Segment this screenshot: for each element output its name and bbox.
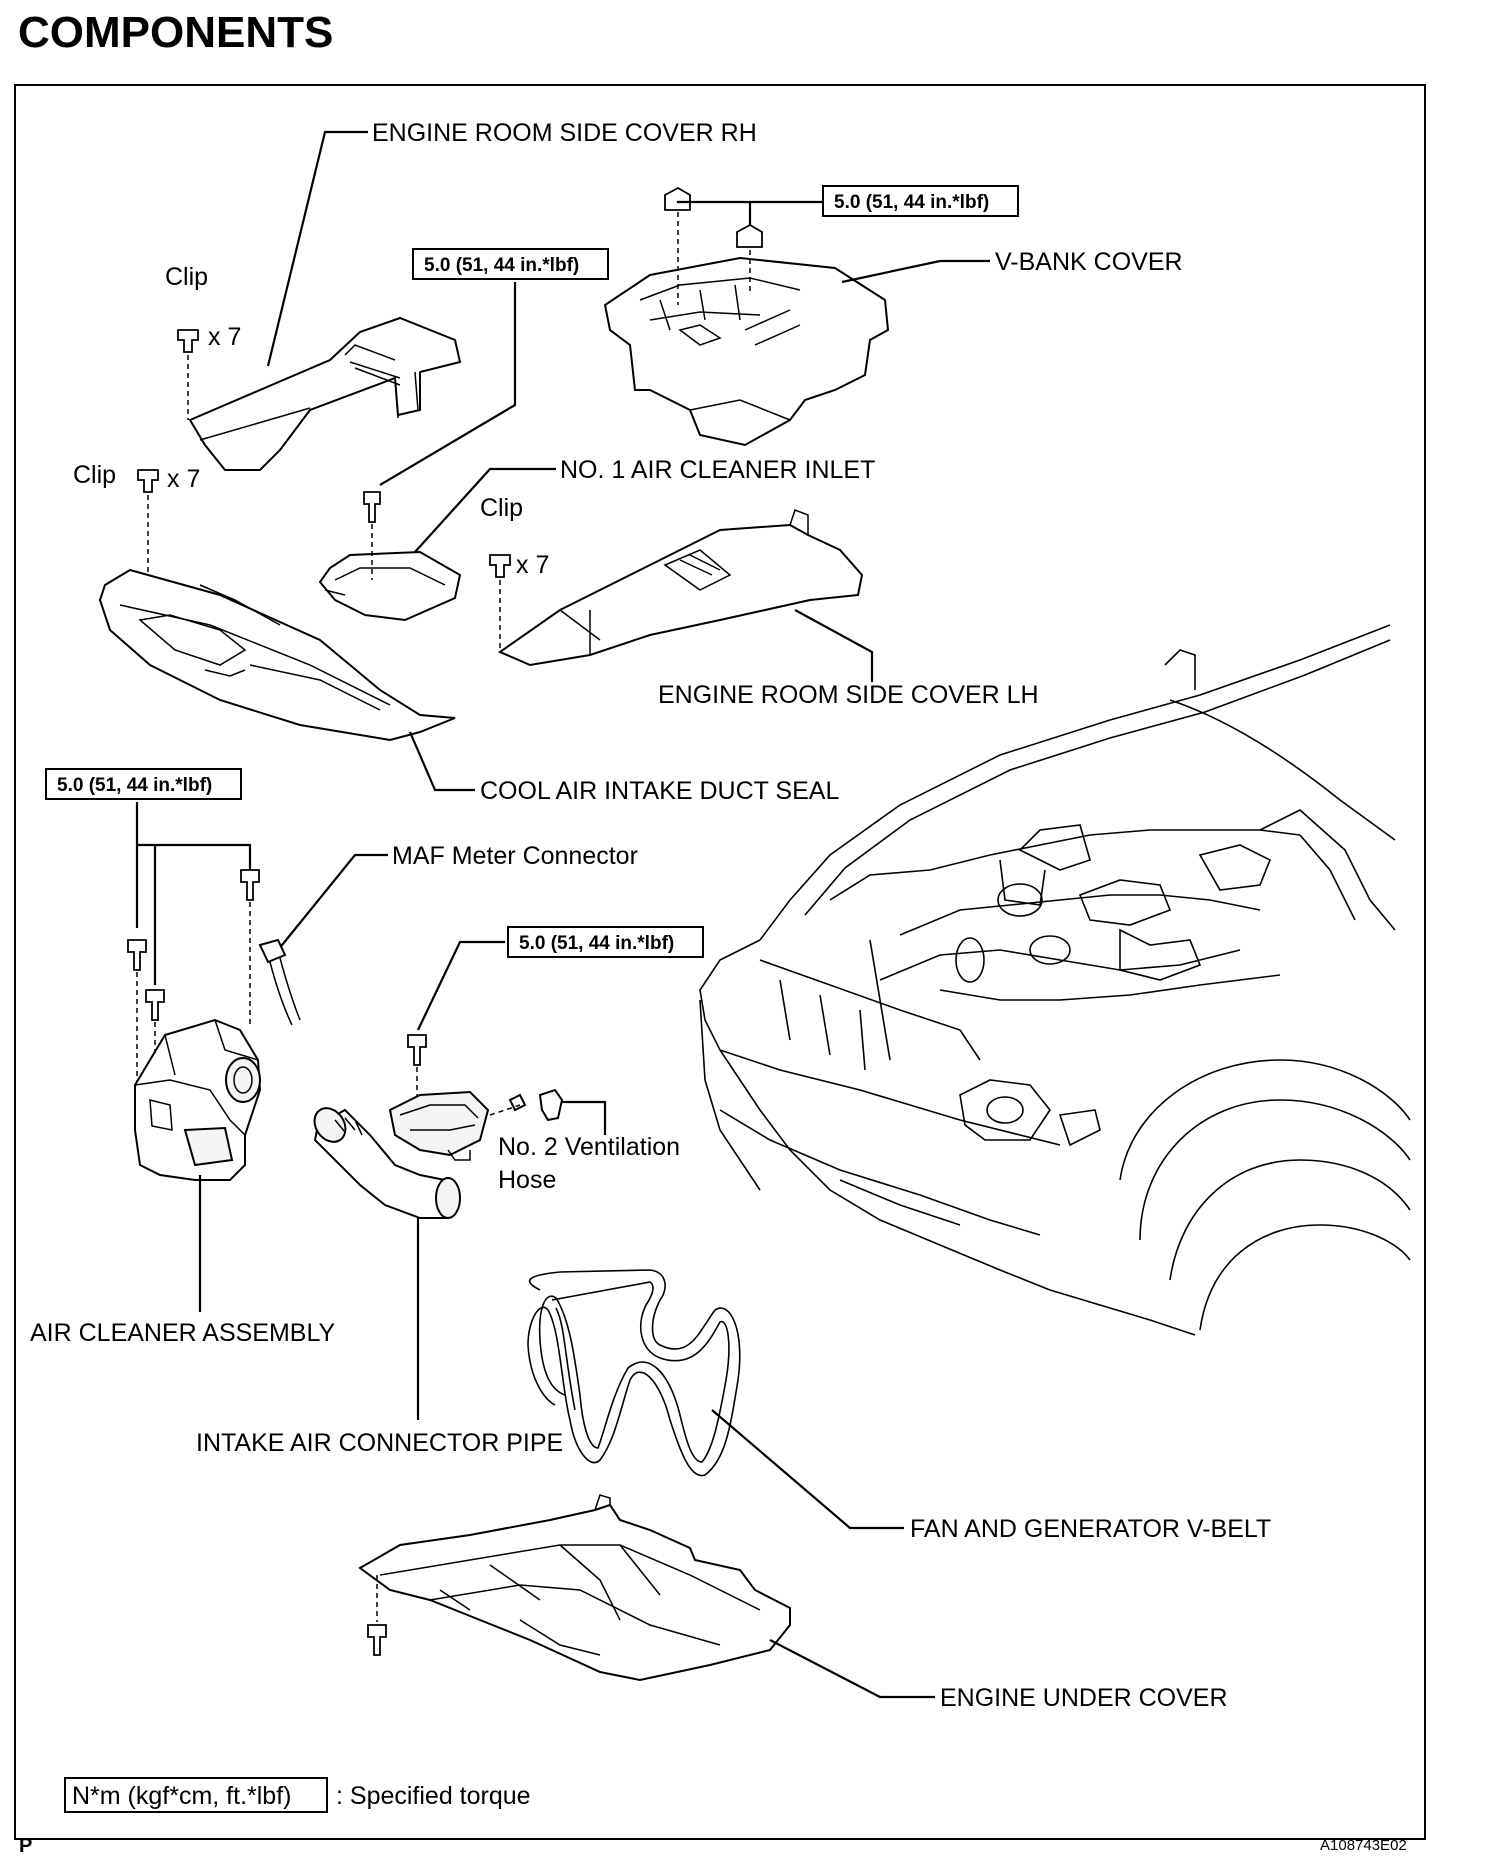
air-cleaner-assembly — [134, 1018, 262, 1181]
diagram-frame — [14, 84, 1426, 1840]
leader-v-belt — [711, 1409, 904, 1530]
label-side-cover-lh: ENGINE ROOM SIDE COVER LH — [658, 681, 1039, 709]
torque-value-inlet: 5.0 (51, 44 in.*lbf) — [424, 255, 579, 276]
bolt-icon — [407, 1034, 427, 1066]
label-ventilation-hose-line2: Hose — [498, 1166, 556, 1194]
leader-side-cover-lh — [794, 609, 874, 682]
torque-box-air-cleaner: 5.0 (51, 44 in.*lbf) — [45, 768, 242, 800]
leader-duct-seal — [408, 731, 475, 792]
fan-and-generator-v-belt — [527, 1269, 741, 1477]
leader-ventilation-hose — [562, 1100, 607, 1135]
no1-air-cleaner-inlet — [318, 550, 462, 622]
torque-value-air-cleaner: 5.0 (51, 44 in.*lbf) — [57, 775, 212, 796]
nut-icon — [664, 186, 763, 248]
torque-box-v-bank: 5.0 (51, 44 in.*lbf) — [822, 185, 1019, 217]
leader-under-cover — [769, 1639, 935, 1699]
maf-connector-icon — [258, 938, 301, 1026]
figure-id: A108743E02 — [1320, 1837, 1407, 1854]
bolt-icon — [367, 1624, 387, 1656]
clip-icon — [489, 554, 511, 578]
torque-value-pipe: 5.0 (51, 44 in.*lbf) — [519, 933, 674, 954]
leader-maf-connector — [277, 853, 388, 951]
label-clip-duct: Clip — [73, 461, 116, 489]
torque-box-pipe: 5.0 (51, 44 in.*lbf) — [507, 926, 704, 958]
label-clip-duct-count: x 7 — [167, 465, 200, 493]
no2-ventilation-hose — [508, 1088, 564, 1122]
engine-room-side-cover-rh — [188, 316, 462, 471]
label-air-cleaner-inlet: NO. 1 AIR CLEANER INLET — [560, 456, 875, 484]
label-clip-rh: Clip — [165, 263, 208, 291]
intake-air-connector-pipe — [313, 1090, 490, 1219]
engine-room-side-cover-lh — [497, 509, 864, 667]
bolt-icon — [363, 491, 381, 523]
label-clip-lh-count: x 7 — [516, 551, 549, 579]
torque-box-inlet: 5.0 (51, 44 in.*lbf) — [412, 248, 609, 280]
leader-torque-pipe — [417, 940, 505, 1031]
leader-side-cover-rh — [266, 130, 368, 367]
label-v-bank-cover: V-BANK COVER — [995, 248, 1183, 276]
page-letter: P — [19, 1835, 32, 1857]
label-side-cover-rh: ENGINE ROOM SIDE COVER RH — [372, 119, 757, 147]
v-bank-cover — [603, 256, 890, 447]
bolt-icon — [127, 869, 260, 1021]
page-title: COMPONENTS — [18, 8, 334, 57]
clip-icon — [137, 469, 159, 493]
label-v-belt: FAN AND GENERATOR V-BELT — [910, 1515, 1271, 1543]
leader-v-bank-cover — [841, 259, 990, 284]
label-under-cover: ENGINE UNDER COVER — [940, 1684, 1228, 1712]
label-ventilation-hose-line1: No. 2 Ventilation — [498, 1133, 680, 1161]
legend: N*m (kgf*cm, ft.*lbf) : Specified torque — [64, 1777, 531, 1813]
label-clip-rh-count: x 7 — [208, 323, 241, 351]
cool-air-intake-duct-seal — [98, 568, 456, 742]
engine-under-cover — [358, 1494, 791, 1682]
leader-torque-air-cleaner — [135, 802, 252, 985]
leader-air-cleaner-inlet — [414, 467, 556, 553]
label-air-cleaner-assembly: AIR CLEANER ASSEMBLY — [30, 1319, 336, 1347]
label-duct-seal: COOL AIR INTAKE DUCT SEAL — [480, 777, 839, 805]
label-clip-lh: Clip — [480, 494, 523, 522]
torque-value-v-bank: 5.0 (51, 44 in.*lbf) — [834, 192, 989, 213]
legend-description: : Specified torque — [336, 1782, 531, 1810]
label-intake-pipe: INTAKE AIR CONNECTOR PIPE — [196, 1429, 563, 1457]
label-maf-connector: MAF Meter Connector — [392, 842, 638, 870]
leader-torque-v-bank — [676, 200, 823, 226]
leader-torque-inlet — [379, 282, 517, 486]
legend-box-text: N*m (kgf*cm, ft.*lbf) — [72, 1782, 291, 1810]
clip-icon — [177, 329, 199, 353]
vehicle-front-illustration — [699, 624, 1411, 1336]
